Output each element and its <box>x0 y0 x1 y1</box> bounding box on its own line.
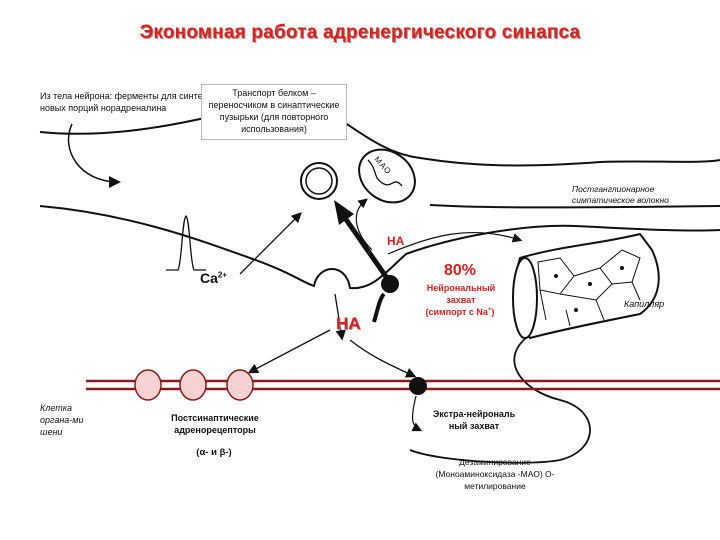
label-from-neuron-body: Из тела нейрона: ферменты для синтеза но… <box>40 91 212 113</box>
mitochondrion <box>358 148 416 204</box>
axon-upper-membrane <box>39 99 720 167</box>
release-arrow <box>334 293 346 341</box>
label-na-top: НА <box>387 234 405 248</box>
arrow-ca-to-vesicle <box>239 212 302 275</box>
label-effector-cell: Клетка органа-ми шени <box>40 403 84 437</box>
label-extraneuronal-uptake: Экстра-нейрональ ный захват <box>432 409 516 431</box>
arrow-to-receptors <box>247 329 331 374</box>
label-neuronal-uptake: Нейрональный захват <box>426 283 496 305</box>
membrane-transporter <box>381 275 399 293</box>
action-potential-spike <box>166 215 206 271</box>
receptor-2 <box>179 369 207 401</box>
arrow-from-neuron-body <box>67 123 121 188</box>
label-symport: (симпорт с Na+) <box>425 307 495 317</box>
capillary-graphic <box>512 232 660 340</box>
label-postganglionic-fiber: Постганглионарное симпатическое волокно <box>572 184 669 205</box>
label-transport-box: Транспорт белком –переносчиком в синапти… <box>201 84 347 140</box>
arrow-to-extraneuronal <box>349 339 417 378</box>
label-calcium: Ca2+ <box>200 270 228 286</box>
receptor-1 <box>134 369 162 401</box>
axon-inner-line <box>429 204 720 209</box>
arrow-to-mao <box>355 198 373 251</box>
receptor-3 <box>226 369 254 401</box>
page-title: Экономная работа адренергического синапс… <box>139 22 581 43</box>
arrow-to-capillary <box>387 231 523 255</box>
label-percent: 80% <box>444 262 477 279</box>
transport-arrow <box>342 216 390 280</box>
label-capillary: Капилляр <box>624 299 665 309</box>
label-receptor-types: (α- и β-) <box>196 447 232 458</box>
arrow-extraneuronal-down <box>411 395 423 432</box>
capillary-drain-line <box>409 337 591 464</box>
reuptake-arrow <box>372 292 386 323</box>
terminal-lower-membrane <box>39 205 720 290</box>
label-postsynaptic-receptors: Постсинаптические адренорецепторы <box>171 413 259 435</box>
label-na-big: НА <box>336 314 361 333</box>
extraneuronal-transporter <box>409 377 427 395</box>
label-deamination: Дезаминирование (Моноаминоксидаза -МАО) … <box>435 457 555 491</box>
